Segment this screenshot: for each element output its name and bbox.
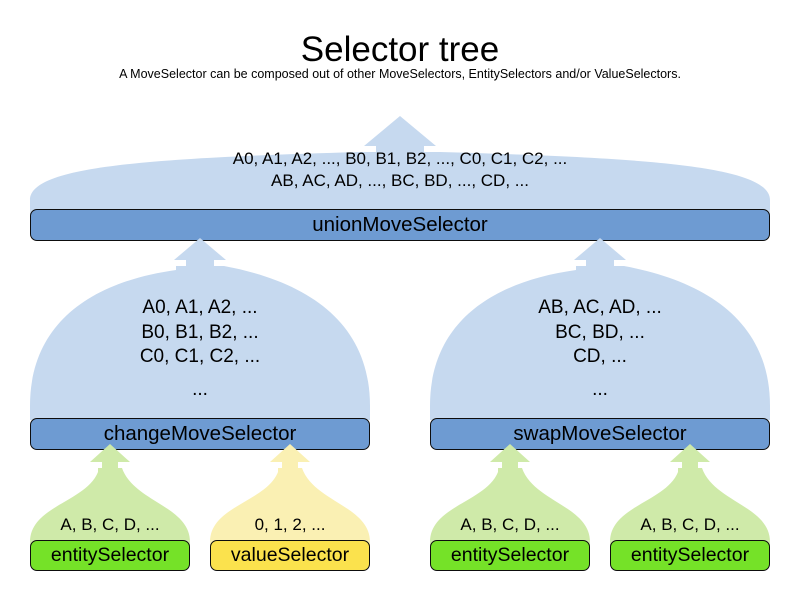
value-selector-1-bar[interactable]: valueSelector — [210, 540, 370, 571]
node-entity-selector-3[interactable]: A, B, C, D, ... entitySelector — [610, 444, 770, 572]
change-move-selector-label: changeMoveSelector — [103, 421, 297, 445]
page-subtitle: A MoveSelector can be composed out of ot… — [119, 67, 681, 81]
change-move-selector-bar[interactable]: changeMoveSelector — [30, 418, 370, 450]
entity-arch-shape — [30, 444, 190, 554]
page-title: Selector tree — [300, 30, 500, 69]
entity-arch-shape — [610, 444, 770, 554]
node-union-move-selector[interactable]: A0, A1, A2, ..., B0, B1, B2, ..., C0, C1… — [30, 96, 770, 246]
value-selector-1-label: valueSelector — [230, 543, 350, 566]
value-arch-shape — [210, 444, 370, 554]
entity-arch-shape — [430, 444, 590, 554]
union-move-selector-label: unionMoveSelector — [312, 212, 488, 236]
node-value-selector-1[interactable]: 0, 1, 2, ... valueSelector — [210, 444, 370, 572]
swap-move-selector-label: swapMoveSelector — [513, 421, 687, 445]
entity-selector-1-bar[interactable]: entitySelector — [30, 540, 190, 571]
node-entity-selector-1[interactable]: A, B, C, D, ... entitySelector — [30, 444, 190, 572]
entity-selector-2-label: entitySelector — [450, 543, 570, 566]
union-arch-shape — [30, 116, 770, 216]
swap-move-selector-bar[interactable]: swapMoveSelector — [430, 418, 770, 450]
change-arch-shape — [30, 238, 370, 420]
entity-selector-2-bar[interactable]: entitySelector — [430, 540, 590, 571]
swap-arch-shape — [430, 238, 770, 420]
node-entity-selector-2[interactable]: A, B, C, D, ... entitySelector — [430, 444, 590, 572]
entity-selector-1-label: entitySelector — [50, 543, 170, 566]
entity-selector-3-bar[interactable]: entitySelector — [610, 540, 770, 571]
node-swap-move-selector[interactable]: AB, AC, AD, ... BC, BD, ... CD, ... ... … — [430, 238, 770, 450]
node-change-move-selector[interactable]: A0, A1, A2, ... B0, B1, B2, ... C0, C1, … — [30, 238, 370, 450]
union-move-selector-bar[interactable]: unionMoveSelector — [30, 209, 770, 241]
entity-selector-3-label: entitySelector — [630, 543, 750, 566]
